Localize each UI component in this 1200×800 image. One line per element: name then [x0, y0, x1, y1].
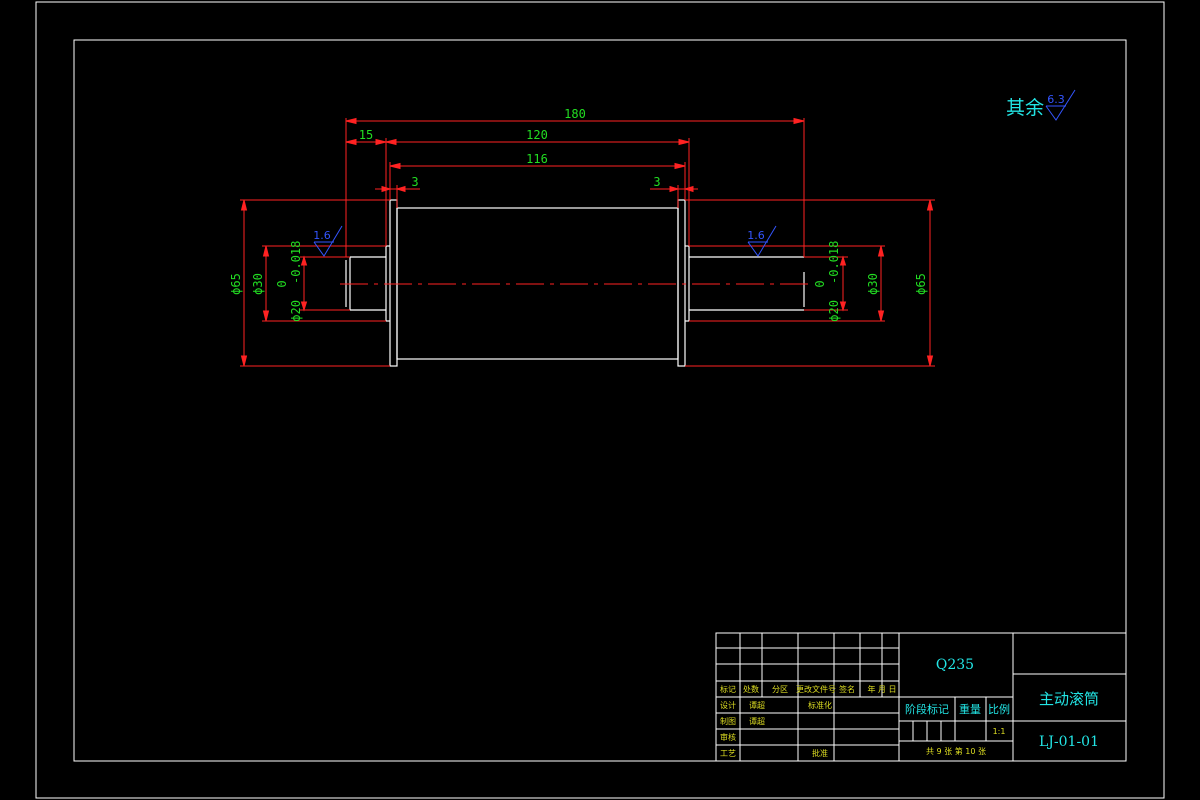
tb-header-mark: 标记 [720, 684, 736, 694]
tb-material: Q235 [936, 657, 974, 673]
tb-sheets: 共 9 张 第 10 张 [926, 746, 986, 756]
dim-shaft-diameter-left: ϕ30 [251, 273, 265, 295]
tb-scale-label: 比例 [988, 702, 1010, 716]
dim-flange-left: 3 [411, 175, 418, 189]
tb-review-label: 审核 [720, 732, 736, 742]
tb-drawing-label: 制图 [720, 716, 736, 726]
inner-frame [73, 39, 1127, 762]
tb-header-count: 处数 [743, 684, 759, 694]
dim-shaft-diameter-right: ϕ30 [866, 273, 880, 295]
dim-flange-right: 3 [653, 175, 660, 189]
title-block [715, 632, 1127, 762]
dim-shoulder-length: 15 [359, 128, 373, 142]
dim-journal-left: ϕ20 [289, 300, 303, 322]
tb-weight-label: 重量 [959, 702, 981, 716]
tb-drawing-name: 谭超 [749, 716, 765, 726]
tb-header-date: 年 月 日 [867, 684, 896, 694]
roughness-general-icon [1045, 89, 1076, 121]
tb-design-label: 设计 [720, 700, 736, 710]
tb-process-label: 工艺 [720, 749, 736, 758]
tb-stage-mark-label: 阶段标记 [905, 702, 949, 716]
dim-drum-inner-length: 116 [526, 152, 548, 166]
outer-frame [35, 1, 1165, 799]
tb-drawing-number: LJ-01-01 [1039, 734, 1099, 750]
dim-drum-diameter-left: ϕ65 [229, 273, 243, 295]
dim-journal-right: ϕ20 [827, 300, 841, 322]
right-flange [677, 199, 686, 367]
dim-tolerance-upper-left: 0 [275, 280, 289, 287]
tb-header-zone: 分区 [772, 685, 788, 694]
roughness-general-value: 6.3 [1047, 93, 1065, 106]
roughness-right-value: 1.6 [747, 229, 765, 242]
tb-header-change-doc: 更改文件号 [796, 684, 836, 694]
tb-part-name: 主动滚筒 [1039, 690, 1099, 708]
roughness-general-label: 其余 [1006, 97, 1044, 119]
dim-tolerance-lower-right: -0.018 [827, 241, 841, 284]
roughness-symbol-left-icon [313, 225, 343, 257]
dim-drum-diameter-right: ϕ65 [914, 273, 928, 295]
tb-scale-value: 1:1 [993, 727, 1006, 736]
part-outline [345, 199, 805, 367]
dim-overall-length: 180 [564, 107, 586, 121]
left-flange [389, 199, 398, 367]
dim-drum-outer-length: 120 [526, 128, 548, 142]
roughness-left-value: 1.6 [313, 229, 331, 242]
tb-design-name: 谭超 [749, 700, 765, 710]
roughness-symbol-right-icon [747, 225, 777, 257]
tb-standardization-label: 标准化 [808, 700, 832, 710]
tb-approve-label: 批准 [812, 748, 828, 758]
dim-tolerance-lower-left: -0.018 [289, 241, 303, 284]
dimension-lines [240, 117, 935, 367]
tb-header-sign: 签名 [839, 684, 855, 694]
dim-tolerance-upper-right: 0 [813, 280, 827, 287]
